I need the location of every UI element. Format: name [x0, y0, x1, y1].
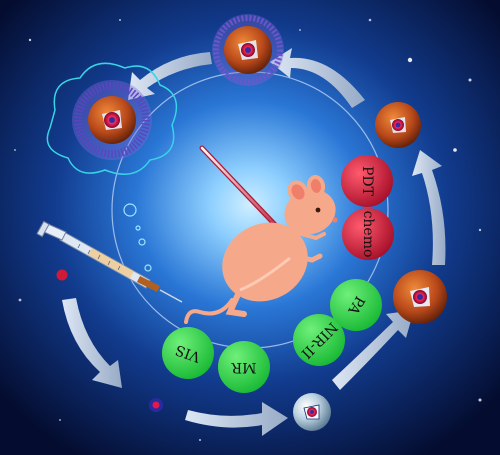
cycle-arrow-icon: [62, 48, 446, 436]
cycle-arrow-bottom: [185, 402, 288, 436]
imaging-label-text: MR: [231, 359, 256, 375]
red-circle: [342, 208, 394, 260]
cloud-outline: [46, 62, 178, 175]
therapy-label-text: PDT: [359, 166, 375, 197]
therapy-label-chemo: chemo: [342, 208, 394, 260]
nanoparticle-right-bottom: [393, 270, 447, 324]
imaging-label-nir-ii: NIR-II: [293, 314, 345, 366]
protein-corona-icon: [213, 15, 283, 85]
green-circle: [162, 327, 214, 379]
protein-corona-cluster: [46, 62, 178, 175]
syringe-icon: [36, 220, 183, 303]
imaging-label-mr: MR: [218, 341, 270, 393]
cycle-arrow-top-left: [128, 52, 212, 100]
green-circle: [218, 341, 270, 393]
small-red-particle: [56, 269, 68, 281]
green-circle: [293, 314, 345, 366]
cycle-arrow-top: [270, 48, 365, 108]
cycle-arrow-left: [62, 298, 122, 388]
imaging-label-vis: VIS: [162, 327, 214, 379]
green-circle: [330, 279, 382, 331]
nanoparticle-right-top: [375, 102, 421, 148]
cycle-arrow-bottom-right: [332, 310, 414, 390]
mouse-illustration: [184, 175, 338, 324]
imaging-label-pa: PA: [330, 279, 382, 331]
therapy-label-pdt: PDT: [341, 155, 393, 207]
therapy-label-text: chemo: [360, 211, 376, 258]
star-field: [14, 18, 482, 442]
cycle-arrow-right: [412, 150, 446, 265]
bubbles: [123, 203, 152, 272]
nanoparticle-bottom-silver: [293, 393, 331, 431]
red-circle: [341, 155, 393, 207]
nanoparticle-top: [212, 14, 284, 86]
